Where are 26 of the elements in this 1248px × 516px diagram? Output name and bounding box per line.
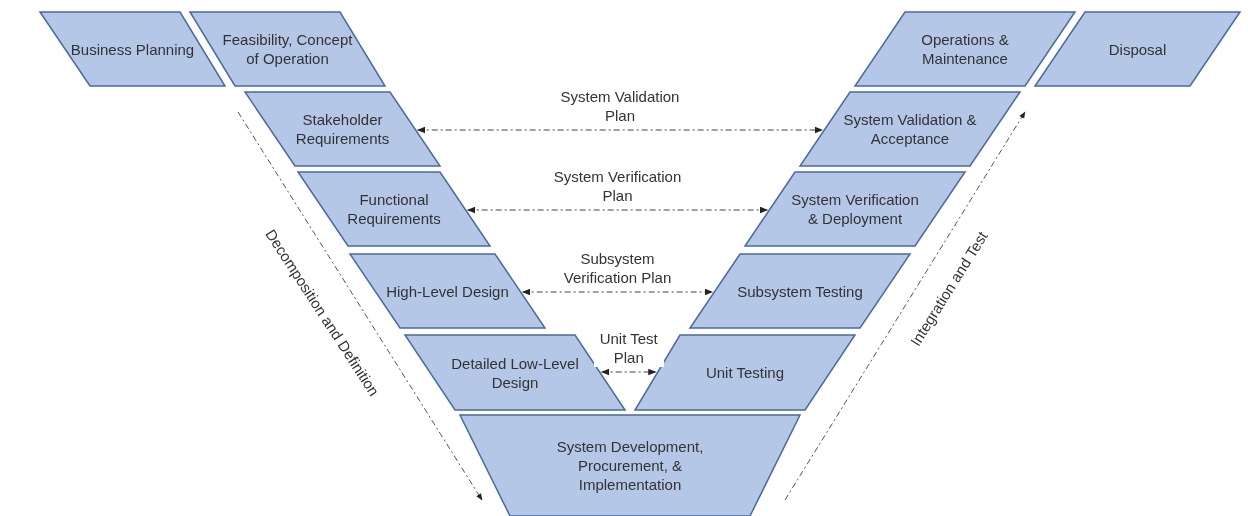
parallelogram-box [855,12,1075,86]
box-label: Unit Testing [705,363,785,382]
parallelogram-box [800,92,1020,166]
box-label: Feasibility, Concept of Operation [221,30,354,68]
parallelogram-box [745,172,965,246]
arrow [600,368,657,376]
box-label: Functional Requirements [346,190,442,228]
box-label: Detailed Low-Level Design [450,353,580,392]
box-label: Subsystem Testing [737,281,863,301]
parallelogram-box [350,254,545,328]
box-label: Disposal [1108,39,1167,59]
box-label: Operations & Maintenance [920,30,1010,68]
box-label: Stakeholder Requirements [294,110,391,148]
parallelogram-box [245,92,440,166]
box-label: High-Level Design [386,281,509,301]
box-label: System Verification & Deployment [790,190,920,228]
parallelogram-box [40,12,225,86]
arrow [416,126,824,134]
parallelogram-box [690,254,910,328]
box-label: System Validation & Acceptance [842,110,978,148]
parallelogram-box [1035,12,1240,86]
arrow [466,206,769,214]
trapezoid-box [460,415,800,516]
arrow [521,288,714,296]
box-label: System Development, Procurement, & Implementation [555,437,705,494]
box-label: Business Planning [70,39,195,59]
